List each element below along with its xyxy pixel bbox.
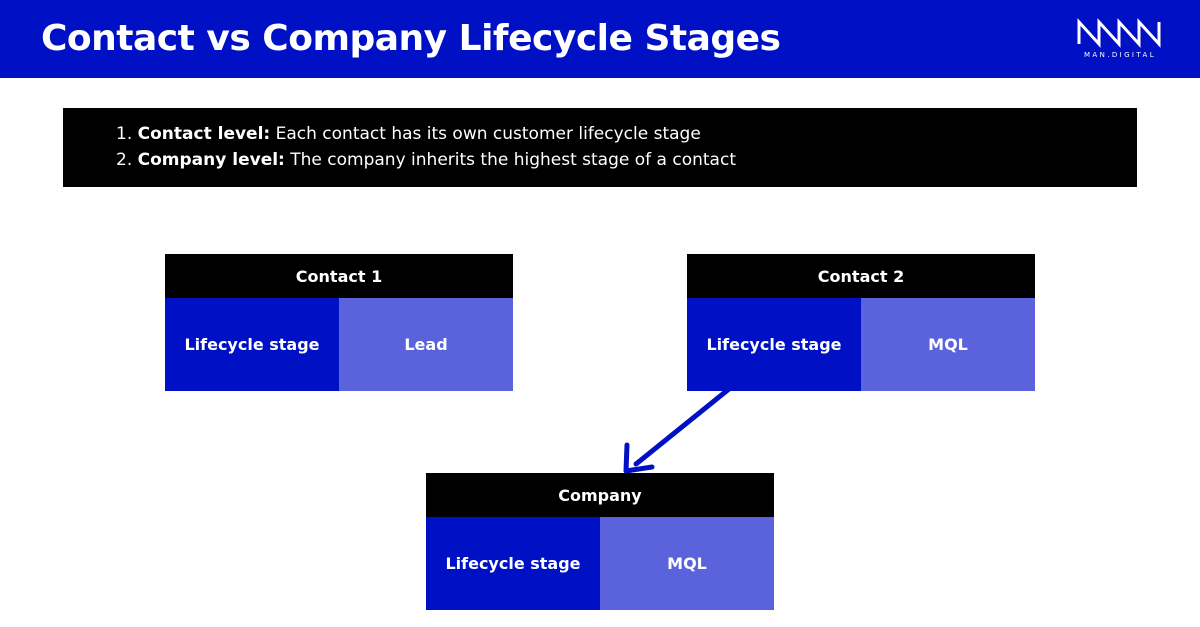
info-line-company-level: 2. Company level: The company inherits t… [116,148,736,172]
man-digital-logo: MAN.DIGITAL [1075,18,1165,62]
card-title: Contact 2 [687,254,1035,298]
info-bold-label: Company level: [137,150,285,170]
card-title: Contact 1 [165,254,513,298]
contact-1-card: Contact 1 Lifecycle stage Lead [165,254,513,391]
info-number: 2. [116,150,133,170]
info-text: The company inherits the highest stage o… [290,150,736,170]
arrow-head [623,442,655,474]
lifecycle-stage-value: Lead [339,298,513,391]
contact-2-card: Contact 2 Lifecycle stage MQL [687,254,1035,391]
logo-text: MAN.DIGITAL [1083,51,1157,59]
page-title: Contact vs Company Lifecycle Stages [41,18,781,59]
card-title: Company [426,473,774,517]
lifecycle-stage-label: Lifecycle stage [687,298,861,391]
lifecycle-stage-label: Lifecycle stage [165,298,339,391]
info-line-contact-level: 1. Contact level: Each contact has its o… [116,122,701,146]
info-box: 1. Contact level: Each contact has its o… [63,108,1137,187]
lifecycle-stage-value: MQL [861,298,1035,391]
logo-mark-icon [1077,18,1161,48]
info-number: 1. [116,124,133,144]
info-bold-label: Contact level: [137,124,271,144]
lifecycle-stage-value: MQL [600,517,774,610]
info-text: Each contact has its own customer lifecy… [275,124,701,144]
header-bar: Contact vs Company Lifecycle Stages MAN.… [0,0,1200,78]
lifecycle-stage-label: Lifecycle stage [426,517,600,610]
company-card: Company Lifecycle stage MQL [426,473,774,610]
arrow-shaft [633,365,758,467]
